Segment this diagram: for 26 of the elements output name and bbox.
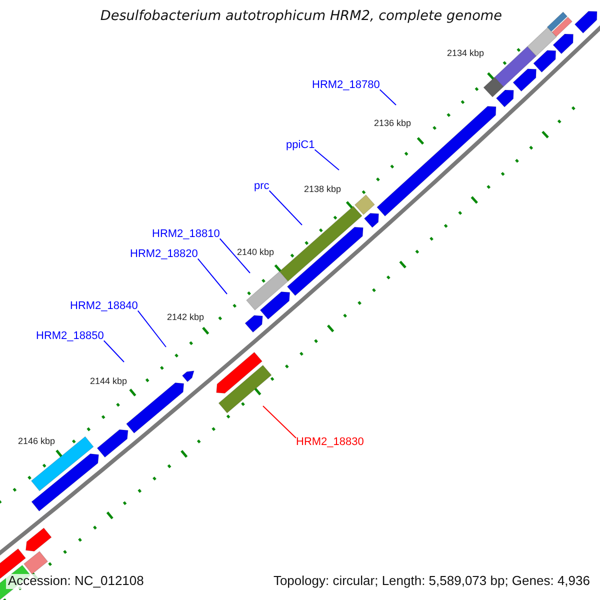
gene-label: HRM2_18810 xyxy=(152,228,220,241)
tick-label: 2138 kbp xyxy=(304,184,342,194)
tick-label: 2142 kbp xyxy=(167,312,204,322)
tick-label: 2146 kbp xyxy=(18,436,56,446)
gene-label: HRM2_18820 xyxy=(130,248,198,261)
tick-label: 2136 kbp xyxy=(374,118,412,128)
leader-line xyxy=(379,89,396,106)
gene-label: HRM2_18780 xyxy=(312,79,380,92)
tick-label: 2140 kbp xyxy=(237,247,274,258)
leader-line xyxy=(219,238,250,274)
tick-label: 2134 kbp xyxy=(447,48,484,58)
title: Desulfobacterium autotrophicum HRM2, complete genome xyxy=(100,9,502,25)
accession-label: Accession: NC_012108 xyxy=(6,574,146,589)
gene-label: HRM2_18850 xyxy=(36,330,104,343)
leader-line xyxy=(137,310,166,348)
leader-line xyxy=(103,340,124,362)
tick-label: 2144 kbp xyxy=(90,376,128,386)
leader-line xyxy=(262,406,296,438)
leader-line xyxy=(197,258,228,294)
leader-line xyxy=(268,190,302,226)
gene-label: HRM2_18830 xyxy=(296,436,364,449)
gene-label: prc xyxy=(254,180,270,193)
gene-label: HRM2_18840 xyxy=(70,300,138,313)
gene-label: ppiC1 xyxy=(286,139,315,152)
genome-info-label: Topology: circular; Length: 5,589,073 bp; Genes: 4,936 xyxy=(271,574,592,589)
leader-line xyxy=(314,149,340,170)
